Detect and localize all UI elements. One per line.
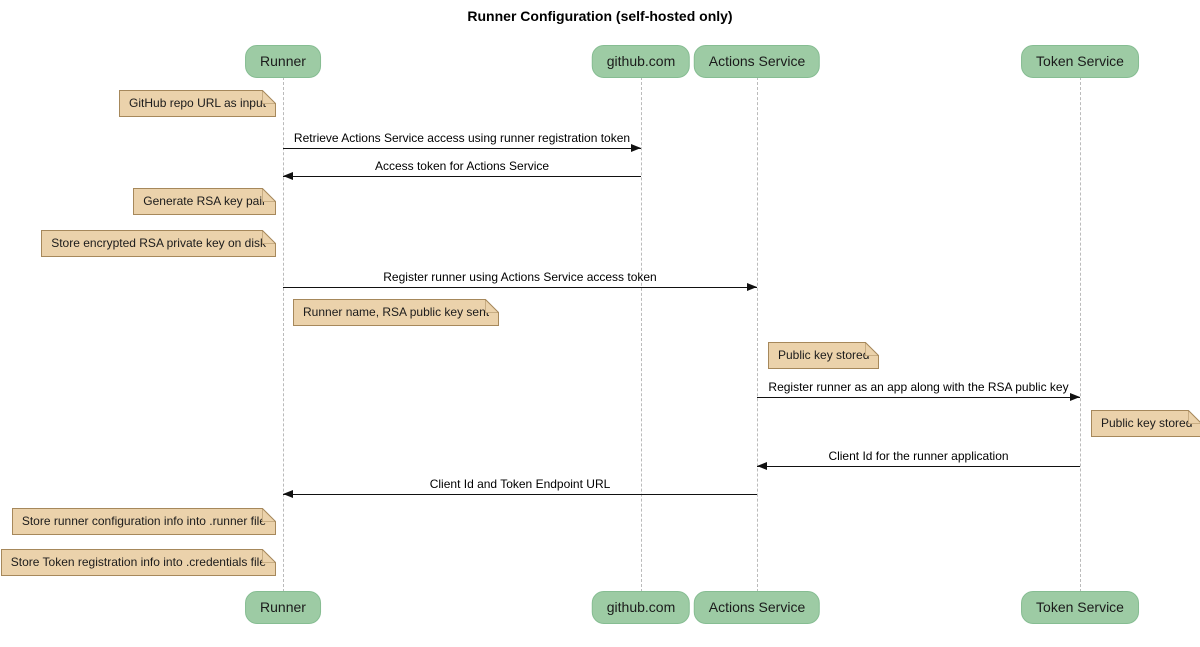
note-text: Store runner configuration info into .ru… [21, 514, 266, 528]
note-text: Public key stored [778, 348, 870, 362]
note: Store encrypted RSA private key on disk [41, 230, 276, 257]
note-text: Public key stored [1101, 416, 1193, 430]
lifeline-actions [757, 77, 758, 592]
participant-actions-bottom: Actions Service [693, 591, 821, 624]
note: Store Token registration info into .cred… [0, 549, 276, 576]
note: Runner name, RSA public key sent [293, 299, 500, 326]
note-fold-icon [865, 342, 880, 356]
participant-runner-bottom: Runner [245, 591, 321, 624]
message-line [283, 176, 641, 177]
note-fold-icon [262, 508, 276, 522]
note-fold-icon [262, 188, 276, 202]
message-line [283, 287, 757, 288]
participant-github-top: github.com [591, 45, 691, 78]
lifeline-runner [283, 77, 284, 592]
note-fold-icon [1188, 410, 1200, 424]
arrowhead-icon [631, 144, 641, 152]
arrowhead-icon [1070, 393, 1080, 401]
note-text: Store Token registration info into .cred… [10, 555, 266, 569]
note-fold-icon [262, 549, 276, 563]
note-text: Store encrypted RSA private key on disk [51, 236, 266, 250]
message-label: Access token for Actions Service [374, 159, 550, 173]
note-text: Runner name, RSA public key sent [303, 305, 490, 319]
message-label: Client Id and Token Endpoint URL [429, 477, 611, 491]
arrowhead-icon [757, 462, 767, 470]
message-line [283, 148, 641, 149]
note: Store runner configuration info into .ru… [11, 508, 276, 535]
diagram-title: Runner Configuration (self-hosted only) [467, 8, 733, 24]
message-label: Retrieve Actions Service access using ru… [293, 131, 631, 145]
message-label: Register runner using Actions Service ac… [383, 270, 657, 284]
note: GitHub repo URL as input [119, 90, 276, 117]
note: Public key stored [1091, 410, 1200, 437]
participant-actions-top: Actions Service [693, 45, 821, 78]
participant-token-bottom: Token Service [1021, 591, 1139, 624]
participant-github-bottom: github.com [591, 591, 691, 624]
lifeline-github [641, 77, 642, 592]
note: Generate RSA key pair [133, 188, 276, 215]
note-text: GitHub repo URL as input [129, 96, 266, 110]
message-label: Client Id for the runner application [828, 449, 1009, 463]
message-line [283, 494, 757, 495]
arrowhead-icon [283, 490, 293, 498]
message-line [757, 397, 1080, 398]
arrowhead-icon [747, 283, 757, 291]
note-fold-icon [262, 230, 276, 244]
participant-token-top: Token Service [1021, 45, 1139, 78]
message-label: Register runner as an app along with the… [768, 380, 1069, 394]
note-fold-icon [262, 90, 276, 104]
note: Public key stored [768, 342, 880, 369]
note-text: Generate RSA key pair [143, 194, 266, 208]
lifeline-token [1080, 77, 1081, 592]
note-fold-icon [485, 299, 500, 313]
message-line [757, 466, 1080, 467]
arrowhead-icon [283, 172, 293, 180]
participant-runner-top: Runner [245, 45, 321, 78]
